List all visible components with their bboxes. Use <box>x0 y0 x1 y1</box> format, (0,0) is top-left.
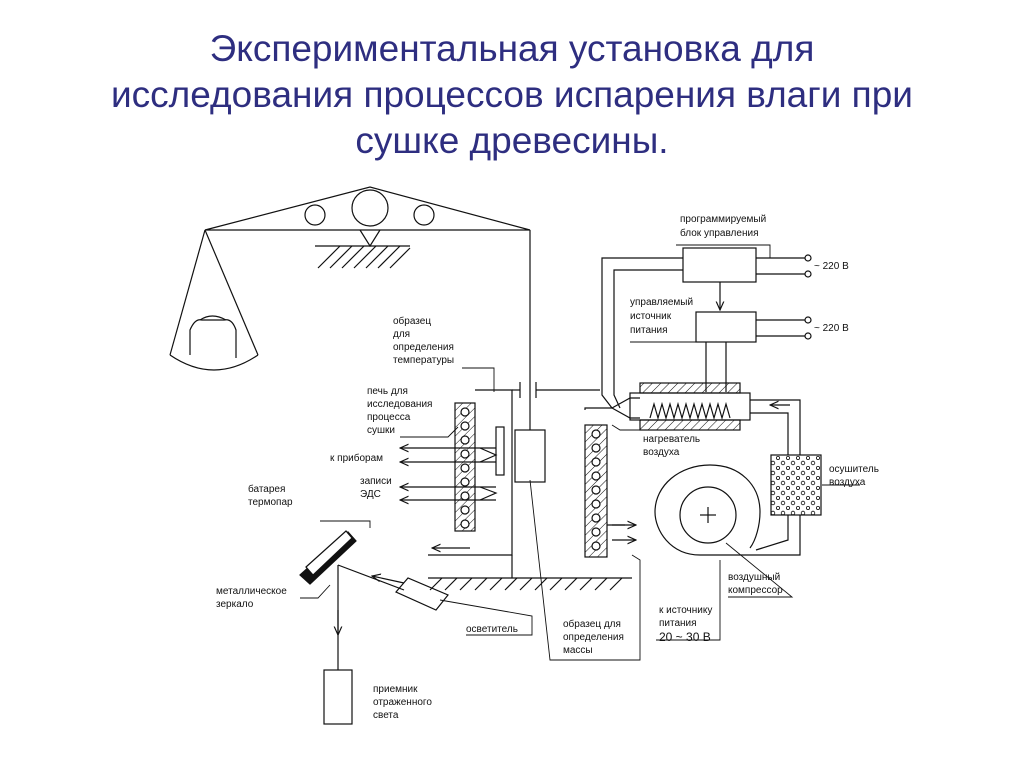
label-emf-record: записи ЭДС <box>360 476 395 500</box>
balance-scale <box>169 186 531 430</box>
leader-lines <box>300 244 860 661</box>
label-to-power: к источнику питания 20 ~ 30 В <box>659 605 715 644</box>
title-line-2: исследования процессов испарения влаги п… <box>111 74 913 115</box>
label-to-devices: к приборам <box>330 452 383 464</box>
mirror-assembly <box>299 530 405 670</box>
drying-furnace <box>428 382 636 591</box>
power-source <box>695 311 812 392</box>
label-heater: нагреватель воздуха <box>643 434 703 458</box>
label-receiver: приемник отраженного света <box>373 684 435 721</box>
label-mass-sample: образец для определения массы <box>563 618 627 656</box>
label-control-unit: программируемый блок управления <box>680 214 769 239</box>
thermocouple-leads <box>400 448 498 548</box>
air-dryer <box>755 454 822 556</box>
diagram-labels: программируемый блок управления ~ 220 В … <box>216 214 882 721</box>
light-receiver <box>323 669 353 725</box>
label-voltage-top: ~ 220 В <box>814 261 849 272</box>
label-power-source: управляемый источник питания <box>630 297 696 336</box>
slide-title: Экспериментальная установка для исследов… <box>0 26 1024 164</box>
air-heater <box>611 382 801 455</box>
illuminator <box>395 577 449 611</box>
control-unit <box>601 247 812 409</box>
label-illuminator: осветитель <box>466 624 518 635</box>
label-mirror: металлическое зеркало <box>216 586 290 610</box>
title-line-3: сушке древесины. <box>355 120 669 161</box>
label-temp-sample: образец для определения температуры <box>393 315 457 366</box>
air-compressor <box>654 464 761 556</box>
label-compressor: воздушный компрессор <box>728 572 783 596</box>
label-dryer: осушитель воздуха <box>829 464 882 488</box>
label-voltage-mid: ~ 220 В <box>814 323 849 334</box>
title-line-1: Экспериментальная установка для <box>209 28 815 69</box>
label-thermo-battery: батарея термопар <box>248 483 293 508</box>
label-furnace: печь для исследования процесса сушки <box>367 386 435 436</box>
